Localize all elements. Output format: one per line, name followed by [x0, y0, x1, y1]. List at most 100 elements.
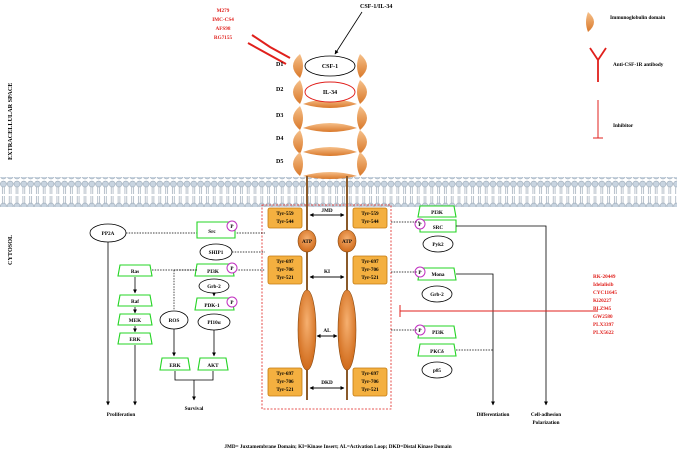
pi3k-right-top-label: PI3K	[431, 210, 443, 216]
survival-label: Survival	[185, 406, 204, 412]
cell-adhesion-path	[456, 225, 548, 406]
atp-right	[337, 229, 357, 253]
pi3k-right-phospho	[414, 324, 426, 336]
akt-node	[197, 357, 229, 371]
pi10a-label: PI10α	[207, 320, 220, 326]
svg-text:AFS98: AFS98	[216, 26, 231, 32]
differentiation-label: Differentiation	[477, 412, 510, 418]
atp-right-label: ATP	[342, 239, 353, 245]
tyr-top-right-2: Tyr-544	[361, 219, 379, 225]
jmd-label: JMD	[321, 208, 332, 214]
pdk1-phospho-label: P	[230, 300, 234, 306]
inhibitor-bar	[399, 305, 598, 317]
tyr-box-mid-left	[267, 255, 303, 285]
il34-oval-label: IL-34	[323, 90, 337, 96]
tyr-box-bot-right	[352, 367, 388, 397]
cytosol-label: CYTOSOL	[7, 235, 14, 265]
src-right-label: SRC	[433, 225, 444, 231]
ig-domains	[293, 54, 367, 179]
svg-text:Ki20227: Ki20227	[593, 298, 612, 304]
ship1-label: SHIP1	[209, 250, 224, 256]
tyr-mid-right-1: Tyr-697	[361, 259, 379, 265]
ki-label: KI	[324, 269, 330, 275]
tyr-top-right-1: Tyr-559	[361, 211, 379, 217]
pi3k-right-phospho-label: P	[418, 328, 422, 334]
pkcd-label: PKCδ	[430, 349, 444, 355]
svg-text:BLZ945: BLZ945	[593, 306, 612, 312]
grb2-right-label: Grb-2	[430, 292, 444, 298]
grb2-left-label: Grb-2	[207, 284, 221, 290]
grb2-right-node	[421, 285, 453, 303]
pyk2-label: Pyk2	[432, 242, 444, 248]
il34-oval	[304, 81, 356, 103]
cell-membrane	[0, 177, 677, 207]
tyr-bot-right-1: Tyr-697	[361, 371, 379, 377]
legend-inhibitor-icon	[593, 100, 603, 139]
src-node	[196, 221, 236, 239]
tyr-bot-left-3: Tyr-521	[276, 387, 294, 393]
tyr-box-top-left	[267, 207, 303, 229]
svg-text:D1: D1	[276, 62, 283, 68]
tyr-bot-left-1: Tyr-697	[276, 371, 294, 377]
raf-node	[117, 294, 153, 307]
pi3k-right-top-node	[417, 205, 457, 218]
tyr-top-left-1: Tyr-559	[276, 211, 294, 217]
p85-label: p85	[433, 368, 441, 374]
src-phospho-label: P	[230, 224, 234, 230]
tyr-box-top-right	[352, 207, 388, 229]
mek-node	[117, 313, 153, 326]
svg-text:CYC11645: CYC11645	[593, 290, 617, 296]
legend-antibody-label: Anti-CSF-1R antibody	[613, 62, 664, 68]
pi3k-right-bot-label: PI3K	[432, 330, 444, 336]
mek-label: MEK	[129, 318, 141, 324]
tyr-mid-left-1: Tyr-697	[276, 259, 294, 265]
al-label: AL	[323, 328, 331, 334]
svg-text:PLX5622: PLX5622	[593, 330, 614, 336]
ligand-label: CSF-1/IL-34	[360, 4, 392, 10]
tyr-top-left-2: Tyr-544	[276, 219, 294, 225]
svg-text:GW2580: GW2580	[593, 314, 613, 320]
svg-text:D3: D3	[276, 113, 283, 119]
erk2-label: ERK	[169, 363, 180, 369]
erk2-node	[159, 357, 191, 371]
dkd-label: DKD	[321, 380, 333, 386]
legend-ig-icon	[586, 12, 594, 32]
svg-text:Idelalisib: Idelalisib	[593, 282, 614, 288]
src-phospho	[226, 220, 238, 232]
tyr-bot-left-2: Tyr-706	[276, 379, 294, 385]
src-right-phospho	[414, 218, 426, 230]
pdk1-node	[194, 297, 235, 311]
legend-inhibitor-label: Inhibitor	[613, 123, 634, 129]
pp2a-label: PP2A	[102, 231, 115, 237]
svg-text:D4: D4	[276, 136, 283, 142]
tyr-bot-right-3: Tyr-521	[361, 387, 379, 393]
al-oval-right	[337, 289, 357, 371]
ligand-arrow	[334, 11, 363, 55]
ras-label: Ras	[131, 269, 139, 275]
pyk2-node	[422, 235, 454, 253]
akt-label: AKT	[207, 363, 219, 369]
erk1-node	[117, 332, 153, 345]
domain-labels: D1 D2 D3 D4 D5	[276, 62, 283, 165]
tyr-mid-right-2: Tyr-706	[361, 267, 379, 273]
tyr-box-bot-left	[267, 367, 303, 397]
footnote: JMD= Juxtamembrane Domain; KI=Kinase Ins…	[224, 444, 451, 450]
al-oval-left	[297, 289, 317, 371]
tyr-box-mid-right	[352, 255, 388, 285]
differentiation-path	[456, 273, 495, 406]
mona-label: Mona	[432, 272, 445, 278]
survival-join	[174, 371, 214, 381]
svg-text:M279: M279	[217, 8, 230, 14]
legend: Immunoglobulin domain Anti-CSF-1R antibo…	[586, 12, 665, 139]
legend-antibody-icon	[589, 47, 607, 82]
antibody-symbol	[247, 34, 291, 65]
kinase-region-box	[261, 204, 392, 410]
tyr-mid-left-2: Tyr-706	[276, 267, 294, 273]
ros-label: ROS	[169, 318, 180, 324]
svg-text:PLX3397: PLX3397	[593, 322, 614, 328]
inhibitor-list: RK-20449 Idelalisib CYC11645 Ki20227 BLZ…	[593, 274, 617, 336]
svg-text:D5: D5	[276, 159, 283, 165]
svg-text:IMC-CS4: IMC-CS4	[212, 17, 234, 23]
csf1-oval	[304, 55, 356, 77]
